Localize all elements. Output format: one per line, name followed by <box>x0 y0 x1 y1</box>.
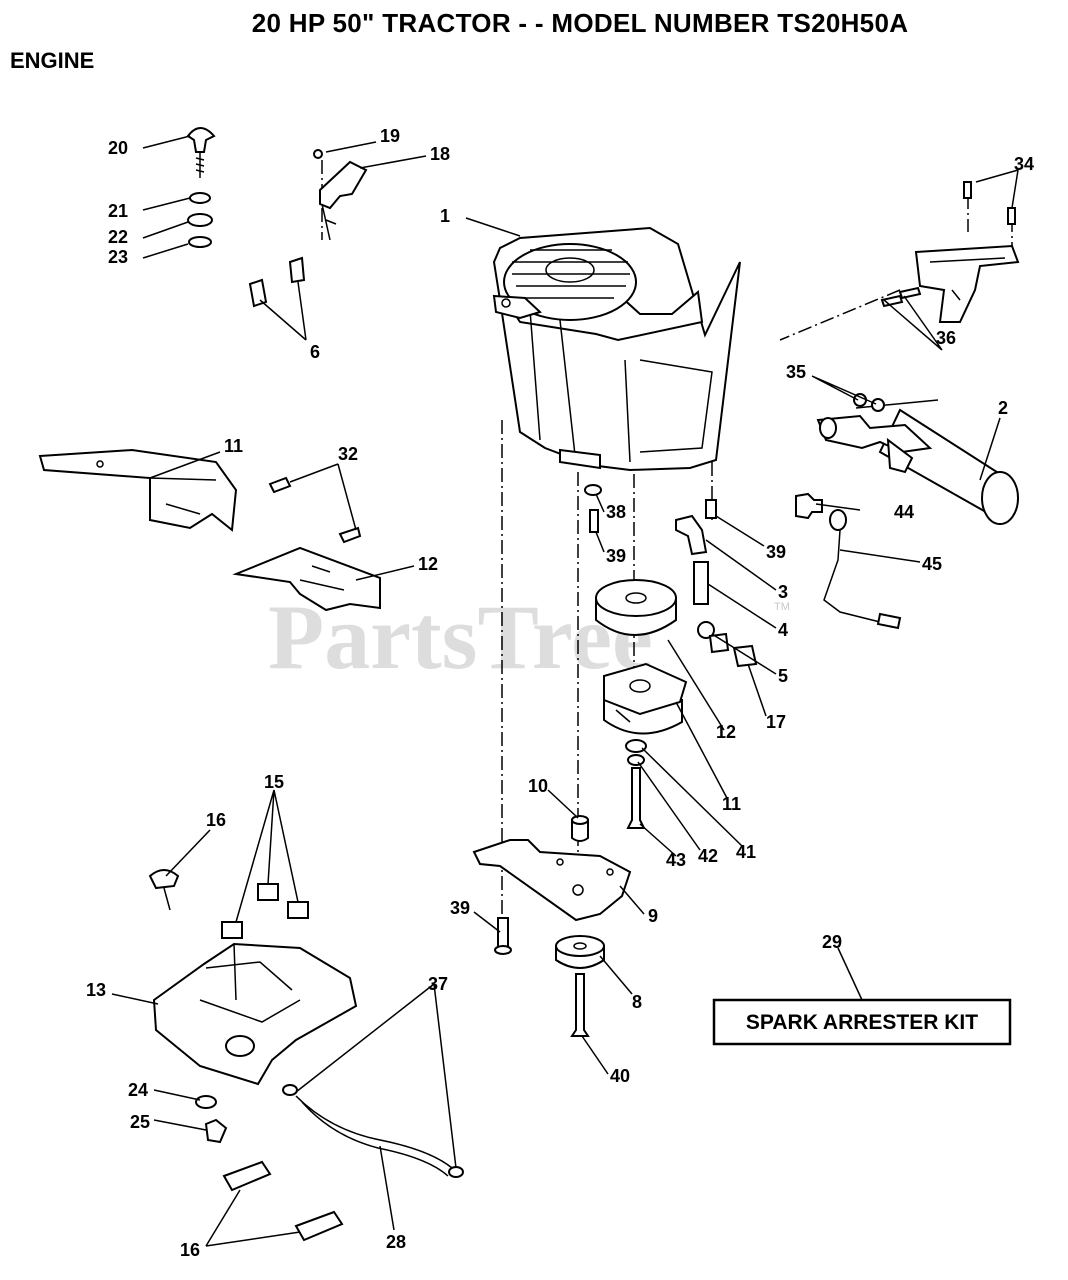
callout-24: 22 <box>108 227 128 247</box>
callout-2: 2 <box>998 398 1008 418</box>
callout-16: 16 <box>180 1240 200 1260</box>
fuel-line[interactable] <box>282 1084 464 1178</box>
bracket-bolt[interactable] <box>494 917 512 955</box>
spark-arrester-kit-box[interactable] <box>712 998 1012 1046</box>
engine-shield-bolt[interactable] <box>268 476 362 544</box>
oil-drain-elbow[interactable] <box>675 514 758 668</box>
callout-20: 18 <box>430 144 450 164</box>
callout-36: 36 <box>936 328 956 348</box>
engine-pulley[interactable] <box>595 579 677 636</box>
throttle-bracket[interactable] <box>313 149 368 241</box>
watermark-trademark: TM <box>774 601 790 613</box>
callout-23: 21 <box>108 201 128 221</box>
callout-27: 25 <box>130 1112 150 1132</box>
callout-6: 6 <box>310 342 320 362</box>
callout-14: 12 <box>418 554 438 574</box>
callout-4: 4 <box>778 620 788 640</box>
callout-39c: 39 <box>450 898 470 918</box>
callout-26: 24 <box>128 1080 148 1100</box>
callout-13: 11 <box>224 436 243 456</box>
callout-42: 42 <box>698 846 718 866</box>
callout-29: 29 <box>822 932 842 952</box>
callout-38: 38 <box>606 502 626 522</box>
leader-lines <box>111 135 1019 1247</box>
callout-22: 20 <box>108 138 128 158</box>
callout-35: 35 <box>786 362 806 382</box>
muffler-bolts[interactable] <box>853 286 922 412</box>
fuel-tank[interactable] <box>152 942 358 1086</box>
tank-pads-lower[interactable] <box>222 1160 344 1242</box>
fuel-cap[interactable] <box>148 869 180 911</box>
callout-45: 45 <box>922 554 942 574</box>
callout-11: 11 <box>722 794 741 814</box>
muffler-part[interactable] <box>816 399 1019 525</box>
spacer[interactable] <box>571 815 589 842</box>
callout-18: 16 <box>206 810 226 830</box>
fuel-fitting[interactable] <box>195 1095 228 1144</box>
spark-plug[interactable] <box>795 492 823 520</box>
fuel-tank-pads[interactable] <box>221 883 309 939</box>
electric-clutch[interactable] <box>603 662 688 735</box>
cable-clamp[interactable] <box>248 256 306 308</box>
engine-part[interactable] <box>492 226 741 472</box>
choke-knob[interactable] <box>186 127 216 178</box>
muffler-bracket[interactable] <box>914 181 1020 323</box>
callout-43: 43 <box>666 850 686 870</box>
clutch-bolt[interactable] <box>625 739 647 829</box>
idler-pulley[interactable] <box>555 935 605 969</box>
lower-shield[interactable] <box>232 546 381 612</box>
callout-8: 8 <box>632 992 642 1012</box>
callout-28: 28 <box>386 1232 406 1252</box>
knob-washers[interactable] <box>187 192 213 248</box>
spark-plug-wire[interactable] <box>823 509 902 630</box>
callout-1: 1 <box>440 206 450 226</box>
diagram-title: 20 HP 50" TRACTOR - - MODEL NUMBER TS20H… <box>251 8 909 38</box>
idler-bracket[interactable] <box>472 839 632 922</box>
callout-25: 23 <box>108 247 128 267</box>
callout-21: 19 <box>380 126 400 146</box>
callout-17: 15 <box>264 772 284 792</box>
callout-12: 12 <box>716 722 736 742</box>
callout-32: 32 <box>338 444 358 464</box>
callout-41: 41 <box>736 842 756 862</box>
section-label: ENGINE <box>10 48 95 73</box>
callout-3: 3 <box>778 582 788 602</box>
callout-39a: 39 <box>606 546 626 566</box>
callout-34: 34 <box>1014 154 1034 174</box>
callout-labels: 20 21 22 23 19 18 6 1 34 36 35 2 44 45 1… <box>86 126 1034 1260</box>
callout-10: 10 <box>528 776 548 796</box>
callout-19: 17 <box>766 712 786 732</box>
engine-shield[interactable] <box>38 448 238 532</box>
spark-arrester-kit-label: SPARK ARRESTER KIT <box>746 1011 978 1034</box>
callout-44: 44 <box>894 502 914 522</box>
callout-15: 13 <box>86 980 106 1000</box>
callout-37: 37 <box>428 974 448 994</box>
callout-39b: 39 <box>766 542 786 562</box>
callout-5: 5 <box>778 666 788 686</box>
idler-bolt[interactable] <box>570 973 590 1037</box>
engine-bolt[interactable] <box>584 484 717 533</box>
callout-9: 9 <box>648 906 658 926</box>
callout-40: 40 <box>610 1066 630 1086</box>
